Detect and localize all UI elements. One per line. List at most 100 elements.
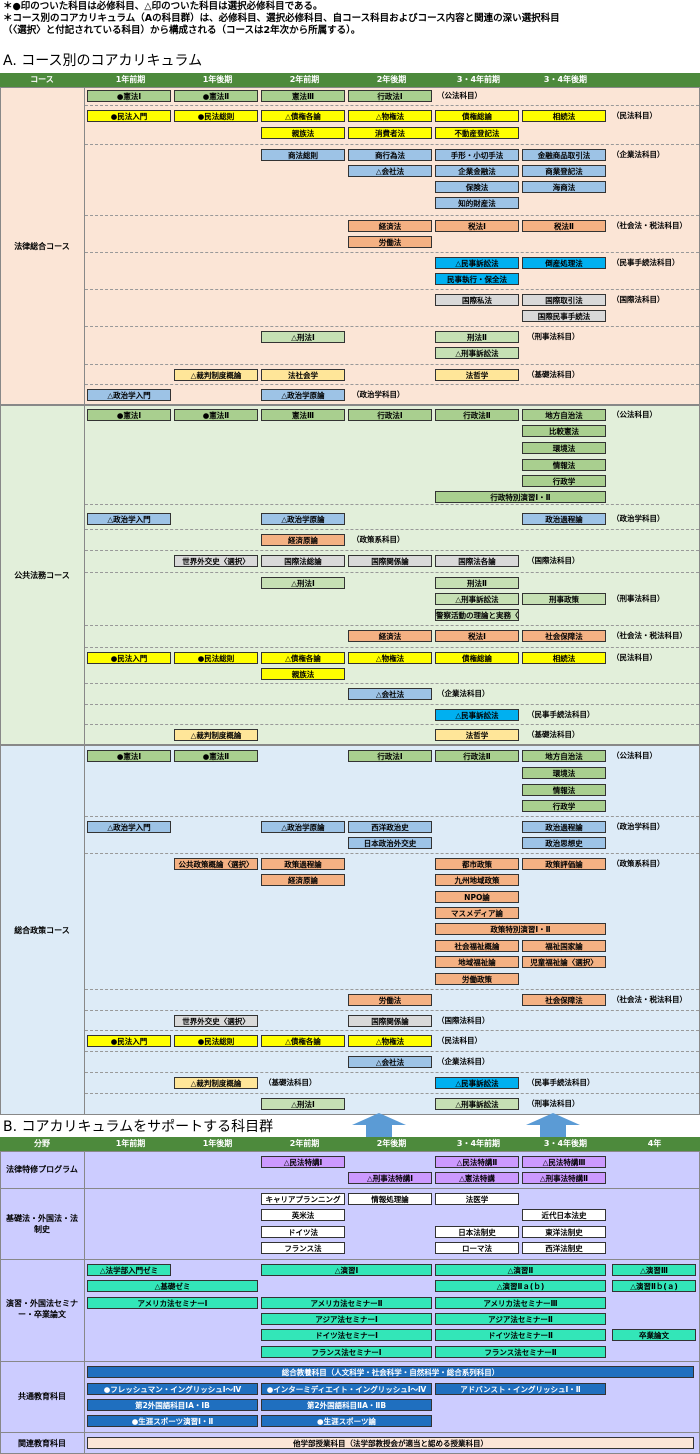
course-box: 倒産処理法 — [522, 257, 606, 269]
course-box: 行政特別演習Ⅰ・Ⅱ — [435, 491, 606, 503]
course-box: △演習Ⅰ — [261, 1264, 432, 1276]
header-field: 分野 — [34, 1139, 50, 1148]
course-box: △裁判制度概論 — [174, 729, 258, 741]
course-box: 社会福祉概論 — [435, 940, 519, 952]
header-2-fall: 2年後期 — [376, 75, 407, 84]
course-box: ●憲法Ⅱ — [174, 90, 258, 102]
category-label: （刑事法科目） — [612, 594, 665, 603]
course-box: 卒業論文 — [612, 1329, 696, 1341]
course-box: ●インターミディエイト・イングリッシュⅠ～Ⅳ — [261, 1383, 432, 1395]
course-box: △法学部入門ゼミ — [87, 1264, 171, 1276]
course-box: 政治思想史 — [522, 837, 606, 849]
header-34-fall: 3・4年後期 — [543, 75, 588, 84]
course-box: 政治過程論 — [522, 821, 606, 833]
course-box: 刑事政策 — [522, 593, 606, 605]
course-box: △政治学入門 — [87, 821, 171, 833]
course-box: 総合教養科目（人文科学・社会科学・自然科学・総合系列科目） — [87, 1366, 694, 1378]
course-box: △刑事法特講Ⅱ — [522, 1172, 606, 1184]
category-label: （公法科目） — [612, 410, 657, 419]
course-box: アメリカ法セミナーⅡ — [261, 1297, 432, 1309]
course-box: 企業金融法 — [435, 165, 519, 177]
course-box: 比較憲法 — [522, 425, 606, 437]
course-box: 東洋法制史 — [522, 1226, 606, 1238]
course-box: 都市政策 — [435, 858, 519, 870]
group-divider — [85, 683, 699, 684]
course-box: 行政法Ⅰ — [348, 409, 432, 421]
category-label: （刑事法科目） — [527, 332, 580, 341]
group-divider — [85, 724, 699, 725]
course-box: 環境法 — [522, 442, 606, 454]
course-box: △民法特講Ⅱ — [435, 1156, 519, 1168]
course-box: 労働政策 — [435, 973, 519, 985]
category-label: （基礎法科目） — [264, 1078, 317, 1087]
course-box: △物権法 — [348, 110, 432, 122]
course-box: 法哲学 — [435, 729, 519, 741]
course-box: △債権各論 — [261, 652, 345, 664]
course-box: 福祉国家論 — [522, 940, 606, 952]
category-label: （民法科目） — [437, 1036, 482, 1045]
course-box: △裁判制度概論 — [174, 369, 258, 381]
course-box: 手形・小切手法 — [435, 149, 519, 161]
course-box: 情報法 — [522, 459, 606, 471]
course-box: 労働法 — [348, 994, 432, 1006]
category-label: （国際法科目） — [437, 1016, 490, 1025]
category-label: （社会法・税法科目） — [612, 631, 687, 640]
course-box: ローマ法 — [435, 1242, 519, 1254]
group-divider — [85, 550, 699, 551]
course-box: △物権法 — [348, 1035, 432, 1047]
course-box: 西洋政治史 — [348, 821, 432, 833]
section-a-header: コース 1年前期 1年後期 2年前期 2年後期 3・4年前期 3・4年後期 — [0, 73, 700, 87]
group-divider — [85, 504, 699, 505]
category-label: （国際法科目） — [612, 295, 665, 304]
group-divider — [85, 252, 699, 253]
course-box: △刑事訴訟法 — [435, 593, 519, 605]
field-divider — [0, 1259, 700, 1260]
course-column-divider — [84, 87, 85, 1115]
course-box: 第2外国語科目ⅠA・ⅠB — [87, 1399, 258, 1411]
course-box: 日本法制史 — [435, 1226, 519, 1238]
course-box: ●憲法Ⅰ — [87, 750, 171, 762]
course-box: △政治学原論 — [261, 821, 345, 833]
course-box: 国際民事手続法 — [522, 310, 606, 322]
note-line-3: （〈選択〉と付記されている科目）から構成される（コースは2年次から所属する）。 — [3, 25, 361, 36]
course-box: 行政学 — [522, 800, 606, 812]
course-box: 国際取引法 — [522, 294, 606, 306]
course-box: 相続法 — [522, 652, 606, 664]
category-label: （民事手続法科目） — [612, 258, 680, 267]
group-divider — [85, 989, 699, 990]
course-box: △裁判制度概論 — [174, 1077, 258, 1089]
header-b-34-fall: 3・4年後期 — [543, 1139, 588, 1148]
course-box: △憲法特講 — [435, 1172, 519, 1184]
course-box: △刑事訴訟法 — [435, 347, 519, 359]
course-box: 第2外国語科目ⅡA・ⅡB — [261, 1399, 432, 1411]
group-divider — [85, 144, 699, 145]
course-box: 他学部授業科目（法学部教授会が適当と認める授業科目） — [87, 1437, 694, 1449]
course-box: アドバンスト・イングリッシュⅠ・Ⅱ — [435, 1383, 606, 1395]
course-box: 警察活動の理論と実務〈選択〉 — [435, 609, 519, 621]
group-divider — [85, 625, 699, 626]
course-box: △民事訴訟法 — [435, 1077, 519, 1089]
header-1-fall: 1年後期 — [202, 75, 233, 84]
category-label: （民事手続法科目） — [527, 710, 595, 719]
course-box: ドイツ法セミナーⅠ — [261, 1329, 432, 1341]
course-box: △刑事訴訟法 — [435, 1098, 519, 1110]
course-box: 地方自治法 — [522, 750, 606, 762]
section-b-title: B. コアカリキュラムをサポートする科目群 — [3, 1119, 274, 1135]
header-b-1-spring: 1年前期 — [115, 1139, 146, 1148]
course-box: 法哲学 — [435, 369, 519, 381]
course-box: 社会保障法 — [522, 994, 606, 1006]
course-box: 経済法 — [348, 220, 432, 232]
course-box: 地域福祉論 — [435, 956, 519, 968]
course-box: 知的財産法 — [435, 197, 519, 209]
group-divider — [85, 1010, 699, 1011]
category-label: （企業法科目） — [437, 1057, 490, 1066]
course-box: 経済法 — [348, 630, 432, 642]
course-box: 国際私法 — [435, 294, 519, 306]
category-label: （政治学科目） — [612, 514, 665, 523]
group-divider — [85, 105, 699, 106]
course-box: 行政法Ⅱ — [435, 409, 519, 421]
course-box: △基礎ゼミ — [87, 1280, 258, 1292]
field-special-program: 法律特修プログラム — [6, 1165, 78, 1174]
category-label: （政策系科目） — [352, 535, 405, 544]
course-box: 行政法Ⅰ — [348, 90, 432, 102]
